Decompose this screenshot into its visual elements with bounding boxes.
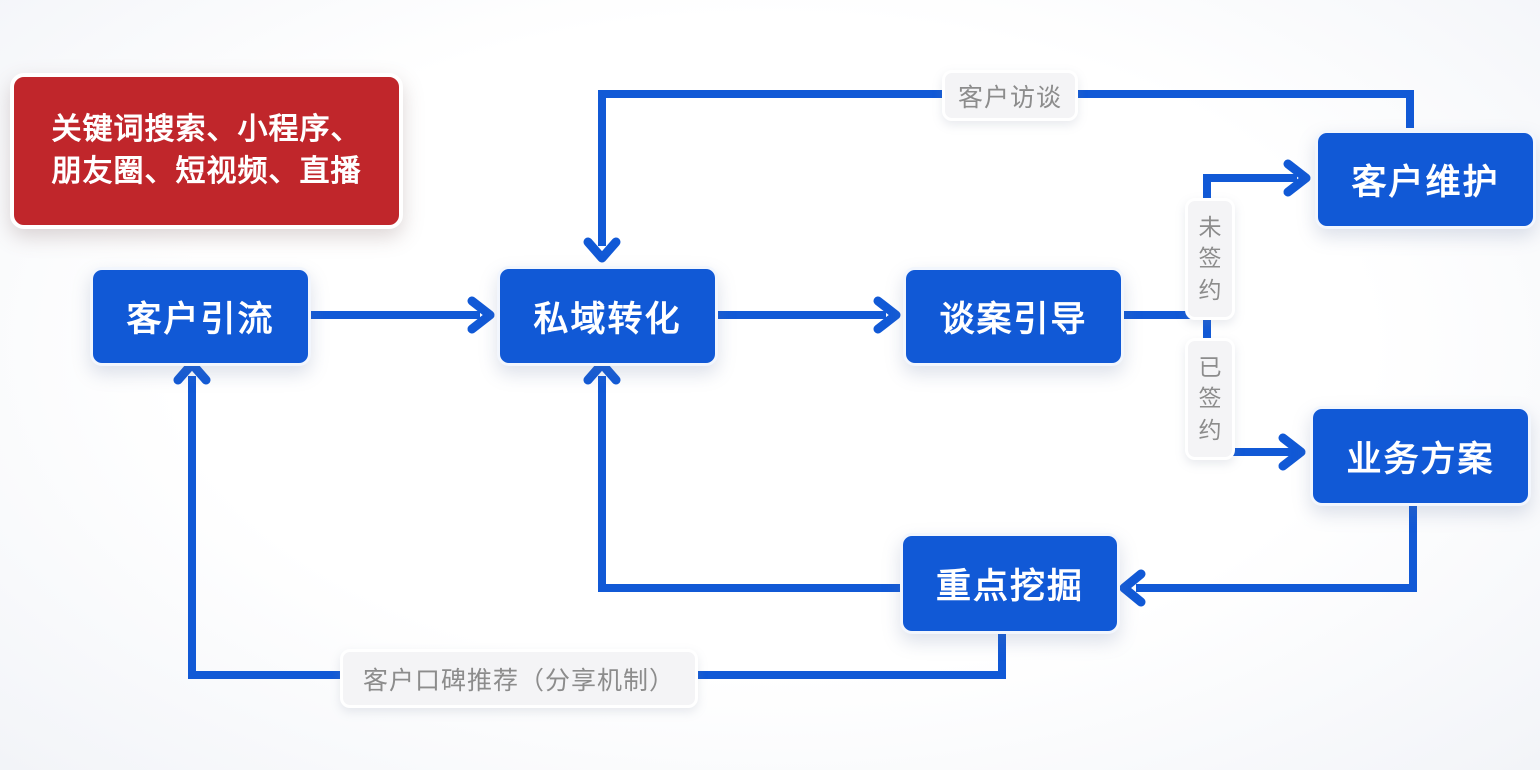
- arrowhead-into-mining-right: [1119, 569, 1146, 607]
- arrowhead-into-guidance-left: [873, 296, 901, 334]
- arrowhead-into-conversion-top: [583, 237, 621, 263]
- edge-label-word-of-mouth: 客户口碑推荐（分享机制）: [340, 649, 698, 708]
- node-customer-maintenance: 客户维护: [1315, 130, 1536, 229]
- edge-business-to-mining: [1136, 500, 1417, 592]
- node-private-domain-conversion: 私域转化: [497, 266, 718, 366]
- edge-mining-to-acquisition: [188, 376, 1006, 679]
- node-key-mining: 重点挖掘: [900, 533, 1120, 634]
- arrowhead-into-maintenance: [1283, 159, 1311, 197]
- node-customer-maintenance-label: 客户维护: [1351, 163, 1500, 202]
- edge-label-customer-interview: 客户访谈: [942, 70, 1078, 121]
- edge-label-word-of-mouth-text: 客户口碑推荐（分享机制）: [362, 666, 675, 695]
- node-business-plan-label: 业务方案: [1346, 439, 1495, 479]
- edge-label-signed-text: 已签约: [1198, 354, 1222, 443]
- edge-label-not-signed-text: 未签约: [1198, 214, 1222, 303]
- edge-label-not-signed: 未签约: [1185, 198, 1235, 320]
- lead-sources-line1: 关键词搜索、小程序、: [51, 113, 362, 146]
- arrowhead-into-conversion-left: [467, 296, 495, 334]
- edge-label-signed: 已签约: [1185, 338, 1235, 460]
- node-customer-acquisition-label: 客户引流: [126, 300, 275, 339]
- node-customer-acquisition: 客户引流: [90, 267, 311, 366]
- node-key-mining-label: 重点挖掘: [935, 567, 1084, 606]
- lead-sources-callout: 关键词搜索、小程序、 朋友圈、短视频、直播: [10, 73, 403, 229]
- edge-mining-to-conversion: [598, 376, 900, 592]
- edge-label-customer-interview-text: 客户访谈: [957, 83, 1062, 112]
- arrowhead-into-business: [1278, 433, 1306, 471]
- lead-sources-line2: 朋友圈、短视频、直播: [51, 155, 362, 188]
- node-private-domain-conversion-label: 私域转化: [533, 299, 682, 339]
- node-case-guidance: 谈案引导: [903, 267, 1124, 366]
- node-business-plan: 业务方案: [1310, 406, 1531, 506]
- node-case-guidance-label: 谈案引导: [939, 300, 1088, 339]
